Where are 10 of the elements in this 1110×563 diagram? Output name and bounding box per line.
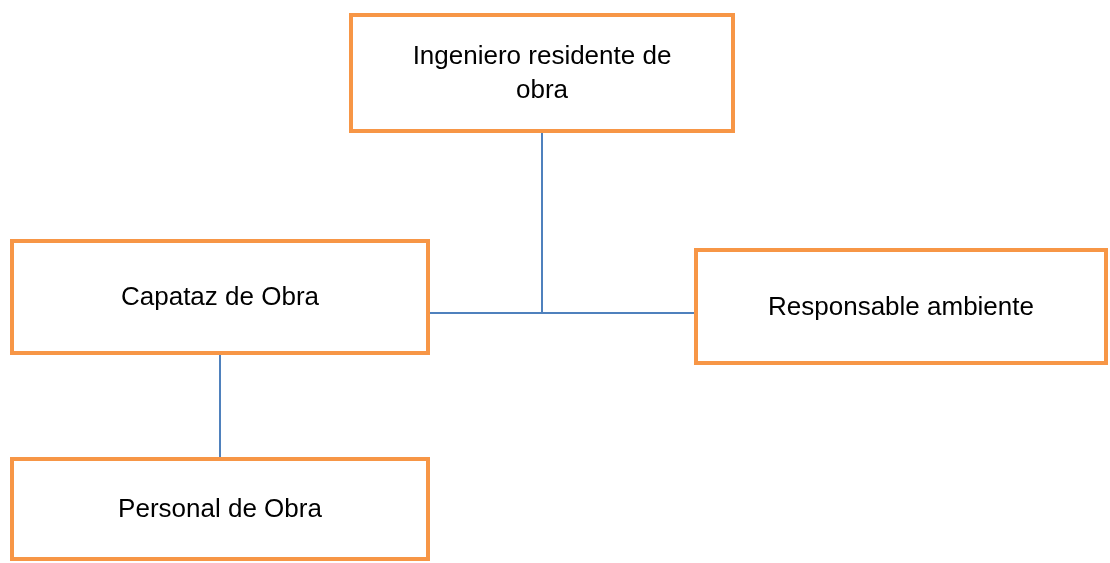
node-label: Ingeniero residente de obra (411, 39, 673, 106)
org-box (694, 248, 1108, 365)
org-box (10, 457, 430, 561)
node-label: Responsable ambiente (768, 289, 1034, 323)
org-box (10, 239, 430, 355)
connector-line (541, 132, 695, 314)
node-label: Capataz de Obra (121, 280, 319, 314)
org-box (349, 13, 735, 133)
node-label: Personal de Obra (118, 492, 322, 526)
connector-line (219, 354, 221, 458)
